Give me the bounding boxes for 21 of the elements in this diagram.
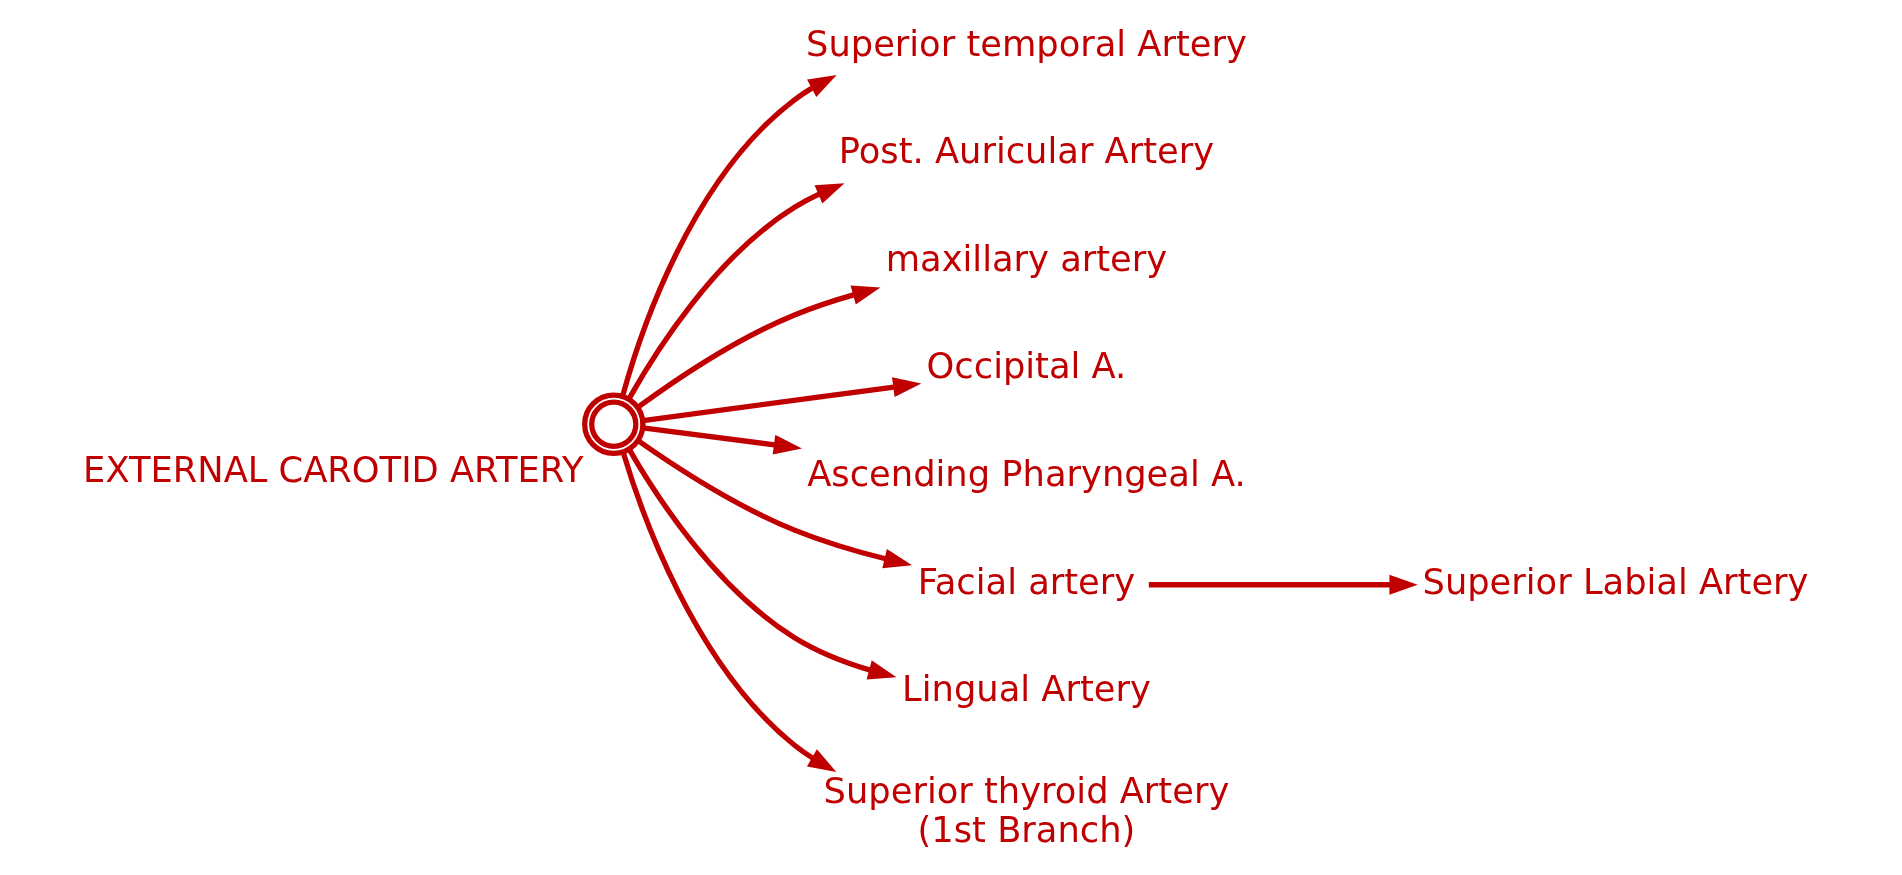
arrow [635,285,880,410]
arrow [620,451,836,772]
arrow [636,438,912,569]
arrow [626,183,844,401]
node-text: Post. Auricular Artery [838,130,1214,172]
node-circle [581,392,645,456]
node-text: Superior temporal Artery [805,22,1247,64]
node-text: Occipital A. [926,345,1126,387]
arrow [619,75,837,397]
arrow [1148,574,1418,595]
node-text: Facial artery [917,560,1135,602]
node-text: Superior Labial Artery [1422,560,1808,602]
node-label: (1st Branch) [917,809,1135,851]
node-text: Lingual Artery [901,668,1151,710]
node-label: EXTERNAL CAROTID ARTERY [82,448,584,490]
arrow [642,425,802,455]
node-text: maxillary artery [885,237,1167,279]
arrow [626,447,896,680]
node-text: Superior thyroid Artery [823,770,1229,812]
arrow [642,377,921,424]
node-text: Ascending Pharyngeal A. [806,453,1246,494]
